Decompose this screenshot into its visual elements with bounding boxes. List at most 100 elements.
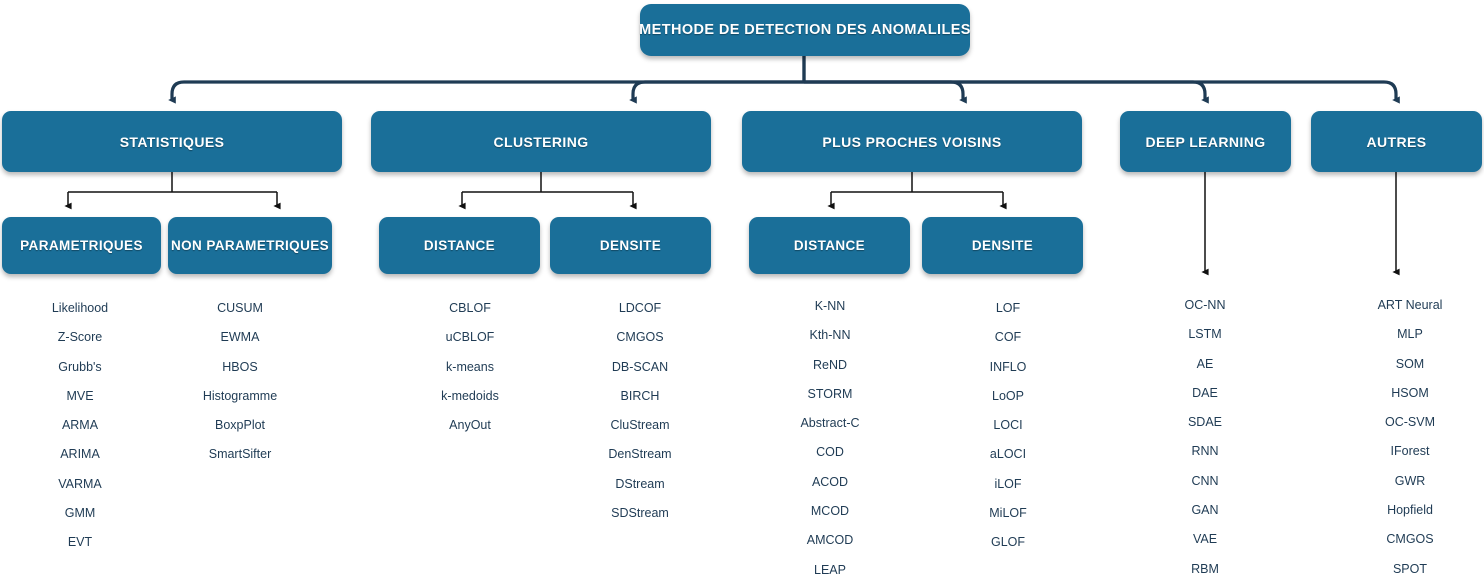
leaf-item: ART Neural — [1377, 298, 1443, 312]
node-deep-learning[interactable]: DEEP LEARNING — [1120, 111, 1291, 172]
leaf-item: GAN — [1191, 503, 1219, 518]
leaf-item: ARIMA — [60, 447, 100, 462]
node-stat-non-parametriques-label: NON PARAMETRIQUES — [170, 238, 330, 253]
leaf-item: SDAE — [1187, 415, 1223, 430]
leaf-item: CluStream — [610, 418, 670, 433]
leaf-item: iLOF — [994, 476, 1022, 491]
leaf-column-deep-learning: OC-NN LSTM AE DAE SDAE RNN CNN GAN VAE RBM — [1135, 291, 1275, 576]
leaf-item: Abstract-C — [800, 416, 860, 431]
leaf-item: MCOD — [810, 504, 850, 519]
connector-ppv-to-children — [827, 172, 1007, 210]
node-root-label: METHODE DE DETECTION DES ANOMALILES — [639, 22, 971, 38]
leaf-item: LOCI — [993, 418, 1023, 433]
node-autres[interactable]: AUTRES — [1311, 111, 1482, 172]
leaf-item: CMGOS — [616, 330, 664, 345]
leaf-item: DAE — [1192, 385, 1218, 400]
node-statistiques-label: STATISTIQUES — [119, 133, 225, 150]
leaf-item: EVT — [67, 535, 93, 550]
node-ppv-densite-label: DENSITE — [971, 238, 1034, 253]
leaf-item: MLP — [1397, 327, 1423, 342]
leaf-item: K-NN — [814, 299, 846, 313]
leaf-item: Histogramme — [202, 388, 278, 403]
leaf-item: LoOP — [992, 388, 1024, 403]
node-ppv-distance-label: DISTANCE — [793, 238, 866, 253]
leaf-column-ppv-densite: LOF COF INFLO LoOP LOCI aLOCI iLOF MiLOF GLOF — [938, 294, 1078, 558]
leaf-item: ACOD — [811, 474, 849, 489]
leaf-item: SOM — [1395, 356, 1425, 371]
leaf-item: LEAP — [814, 562, 846, 576]
node-plus-proches-voisins-label: PLUS PROCHES VOISINS — [822, 133, 1002, 150]
leaf-item: CNN — [1191, 473, 1219, 488]
leaf-item: ReND — [812, 357, 848, 372]
leaf-item: MiLOF — [989, 506, 1027, 521]
leaf-item: aLOCI — [989, 447, 1027, 462]
node-ppv-distance[interactable]: DISTANCE — [749, 217, 910, 274]
leaf-item: k-medoids — [441, 388, 499, 403]
leaf-item: RBM — [1191, 561, 1219, 576]
leaf-item: SPOT — [1392, 561, 1428, 576]
leaf-item: DStream — [615, 476, 665, 491]
connector-statistiques-to-children — [64, 172, 281, 210]
leaf-item: DenStream — [608, 447, 672, 462]
connector-root-to-level2 — [168, 80, 1400, 104]
leaf-item: Likelihood — [51, 301, 109, 315]
node-clustering[interactable]: CLUSTERING — [371, 111, 711, 172]
node-autres-label: AUTRES — [1366, 133, 1427, 150]
node-statistiques[interactable]: STATISTIQUES — [2, 111, 342, 172]
leaf-item: HBOS — [222, 359, 258, 374]
leaf-item: ARMA — [61, 418, 99, 433]
leaf-item: COF — [994, 330, 1022, 345]
leaf-item: GMM — [64, 506, 96, 521]
leaf-item: OC-NN — [1184, 298, 1226, 312]
leaf-item: GLOF — [990, 535, 1026, 550]
leaf-column-ppv-distance: K-NN Kth-NN ReND STORM Abstract-C COD ACOD MCOD… — [760, 292, 900, 576]
leaf-item: SDStream — [611, 506, 669, 521]
leaf-item: LOF — [995, 301, 1021, 315]
node-clu-densite[interactable]: DENSITE — [550, 217, 711, 274]
node-ppv-densite[interactable]: DENSITE — [922, 217, 1083, 274]
leaf-item: SmartSifter — [208, 447, 272, 462]
leaf-item: INFLO — [989, 359, 1027, 374]
node-clu-distance[interactable]: DISTANCE — [379, 217, 540, 274]
leaf-item: STORM — [807, 386, 853, 401]
leaf-item: uCBLOF — [445, 330, 495, 345]
node-clu-distance-label: DISTANCE — [423, 238, 496, 253]
node-plus-proches-voisins[interactable]: PLUS PROCHES VOISINS — [742, 111, 1082, 172]
leaf-item: VARMA — [58, 476, 102, 491]
leaf-item: COD — [816, 445, 844, 460]
node-clustering-label: CLUSTERING — [493, 133, 589, 150]
node-stat-parametriques-label: PARAMETRIQUES — [20, 238, 143, 253]
leaf-item: LSTM — [1188, 327, 1222, 342]
node-stat-parametriques[interactable]: PARAMETRIQUES — [2, 217, 161, 274]
leaf-item: GWR — [1394, 473, 1426, 488]
leaf-item: Kth-NN — [809, 328, 851, 343]
leaf-item: Grubb's — [58, 359, 102, 374]
leaf-item: AE — [1196, 356, 1214, 371]
connector-clustering-to-children — [458, 172, 637, 210]
leaf-item: Z-Score — [57, 330, 103, 345]
leaf-item: AMCOD — [806, 533, 854, 548]
leaf-item: CBLOF — [449, 301, 491, 315]
leaf-item: CMGOS — [1386, 532, 1434, 547]
leaf-item: EWMA — [220, 330, 260, 345]
leaf-item: MVE — [66, 388, 94, 403]
node-root[interactable]: METHODE DE DETECTION DES ANOMALILES — [639, 4, 971, 56]
leaf-item: BIRCH — [620, 388, 660, 403]
leaf-item: DB-SCAN — [611, 359, 669, 374]
leaf-item: IForest — [1390, 444, 1430, 459]
node-stat-non-parametriques[interactable]: NON PARAMETRIQUES — [168, 217, 332, 274]
leaf-item: AnyOut — [449, 418, 491, 433]
node-clu-densite-label: DENSITE — [599, 238, 662, 253]
leaf-item: LDCOF — [618, 301, 662, 315]
leaf-item: VAE — [1192, 532, 1218, 547]
leaf-item: RNN — [1191, 444, 1219, 459]
node-deep-learning-label: DEEP LEARNING — [1145, 133, 1266, 150]
leaf-item: OC-SVM — [1385, 415, 1435, 430]
leaf-item: BoxpPlot — [214, 418, 266, 433]
